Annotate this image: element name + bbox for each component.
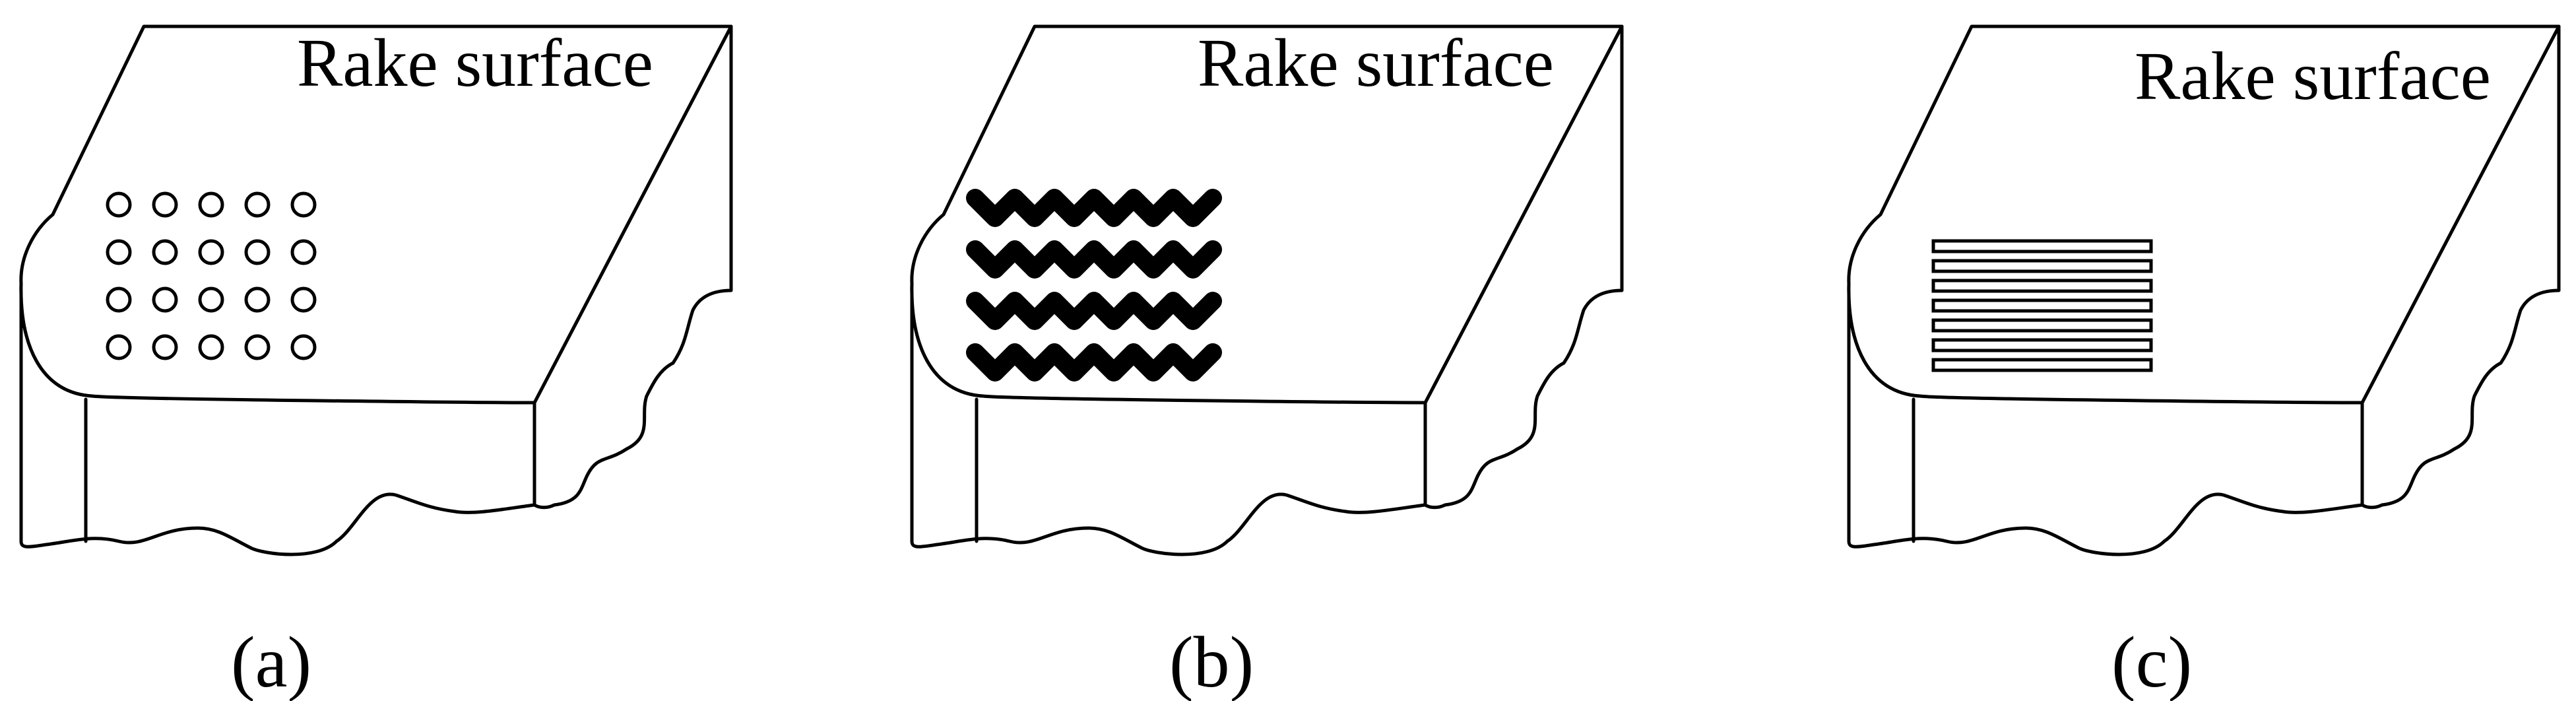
dimple-circle (244, 191, 271, 218)
cutting-tool-body (910, 24, 1624, 556)
dimple-circle (152, 334, 178, 360)
dimple-circle (198, 286, 224, 313)
dimple-circle (106, 239, 132, 265)
panel-caption-c: (c) (2111, 622, 2192, 701)
dimple-circle (152, 191, 178, 218)
rake-surface-label: Rake surface (297, 25, 653, 101)
linear-groove (1931, 318, 2153, 333)
dimple-circle (290, 334, 317, 360)
dimple-circle (244, 239, 271, 265)
wavy-groove (966, 240, 1222, 279)
tool-side-face (532, 24, 733, 510)
dimple-circle (290, 239, 317, 265)
dimple-circle (106, 334, 132, 360)
panel-b: Rake surface (b) (910, 24, 1624, 701)
panel-a: Rake surface (a) (19, 24, 733, 701)
tool-side-face (1423, 24, 1624, 510)
texture-wavy-grooves (966, 189, 1222, 382)
rake-surface-label: Rake surface (2135, 38, 2491, 114)
dimple-circle (106, 286, 132, 313)
tool-side-face (2360, 24, 2561, 510)
dimple-circle (244, 286, 271, 313)
wavy-groove (966, 343, 1222, 382)
dimple-circle (198, 334, 224, 360)
wavy-groove (966, 292, 1222, 330)
panel-c: Rake surface (c) (1847, 24, 2561, 701)
linear-groove (1931, 358, 2153, 372)
tool-rake-face (19, 24, 733, 405)
dimple-circle (152, 239, 178, 265)
dimple-circle (244, 334, 271, 360)
rake-surface-label: Rake surface (1198, 25, 1554, 101)
dimple-circle (152, 286, 178, 313)
texture-linear-grooves (1931, 239, 2153, 372)
panel-caption-a: (a) (231, 622, 311, 701)
cutting-tool-body (19, 24, 733, 556)
dimple-circle (198, 191, 224, 218)
dimple-circle (106, 191, 132, 218)
linear-groove (1931, 298, 2153, 313)
wavy-groove (966, 189, 1222, 227)
linear-groove (1931, 259, 2153, 273)
linear-groove (1931, 239, 2153, 253)
panel-caption-b: (b) (1169, 622, 1254, 701)
linear-groove (1931, 338, 2153, 352)
dimple-circle (290, 191, 317, 218)
texture-circular-dimples (106, 191, 317, 360)
dimple-circle (198, 239, 224, 265)
dimple-circle (290, 286, 317, 313)
linear-groove (1931, 279, 2153, 293)
